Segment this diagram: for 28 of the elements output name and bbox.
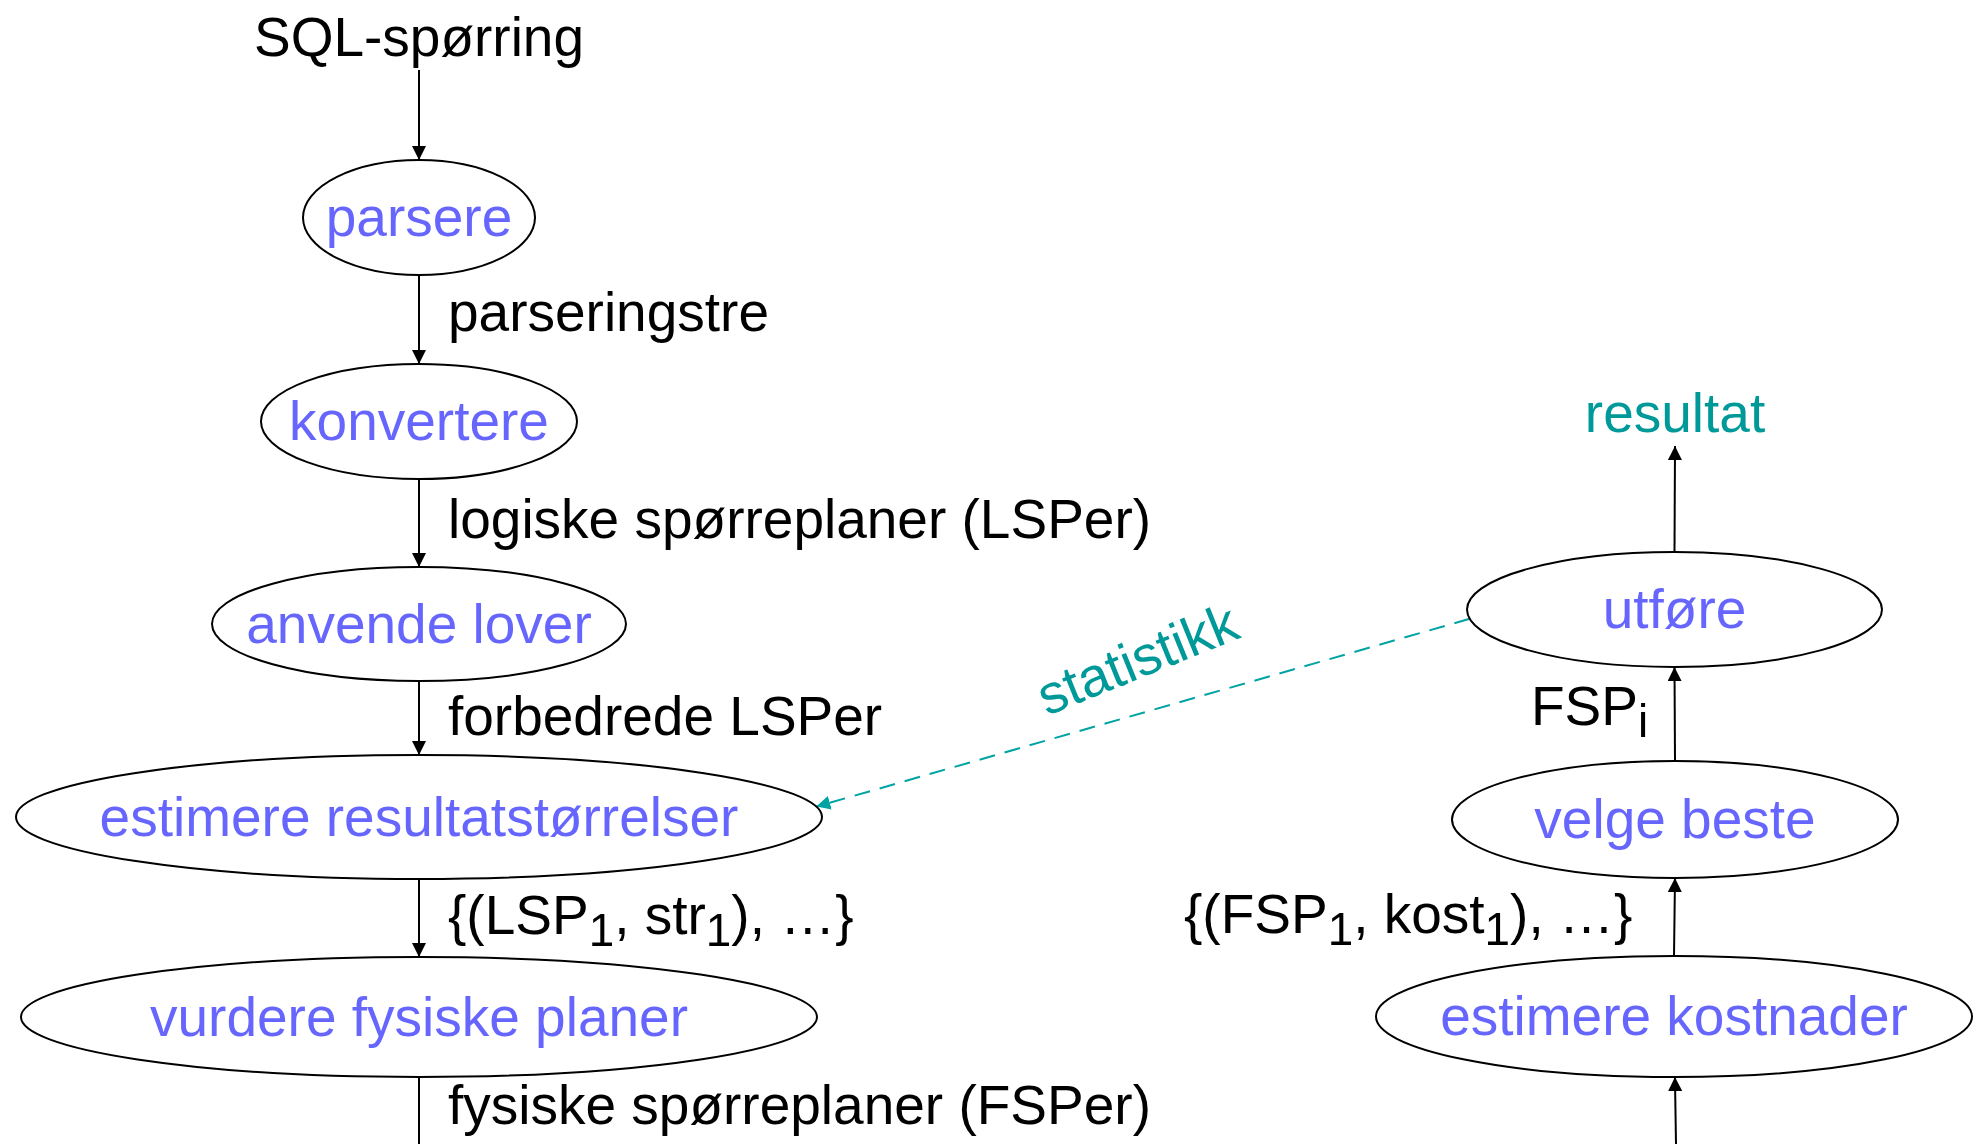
arrow [1667,666,1682,762]
edge-label: {(LSP$_{1}$, str$_{1}$), …} [448,884,854,956]
arrow [412,680,426,756]
arrow [412,878,426,958]
step-label: konvertere [289,391,549,452]
step-label: parsere [325,187,513,248]
step-label: estimere resultatstørrelser [99,786,739,848]
input-label: SQL-spørring [253,6,585,68]
edge-label: {(FSP$_{1}$, kost$_{1}$), …} [1184,883,1633,955]
arrow [1668,1076,1683,1144]
edge-label: FSP$_{i}$ [1531,675,1649,747]
edge-label: parseringstre [448,281,769,342]
arrow [1667,877,1682,957]
step-label: utføre [1602,579,1747,640]
connector-line [418,1076,420,1144]
edge-label: forbedrede LSPer [448,685,883,746]
arrow [412,69,426,161]
edge-label: logiske spørreplaner (LSPer) [448,488,1152,549]
step-label: velge beste [1534,789,1816,850]
edge-label: fysiske spørreplaner (FSPer) [448,1074,1151,1135]
dashed-arrow [815,617,1471,810]
step-label: anvende lover [246,593,592,655]
step-label: vurdere fysiske planer [150,986,688,1048]
arrow [412,274,426,365]
output-label: resultat [1584,382,1766,444]
arrow [412,478,426,568]
step-label: estimere kostnader [1440,986,1908,1047]
arrow [1667,445,1682,553]
